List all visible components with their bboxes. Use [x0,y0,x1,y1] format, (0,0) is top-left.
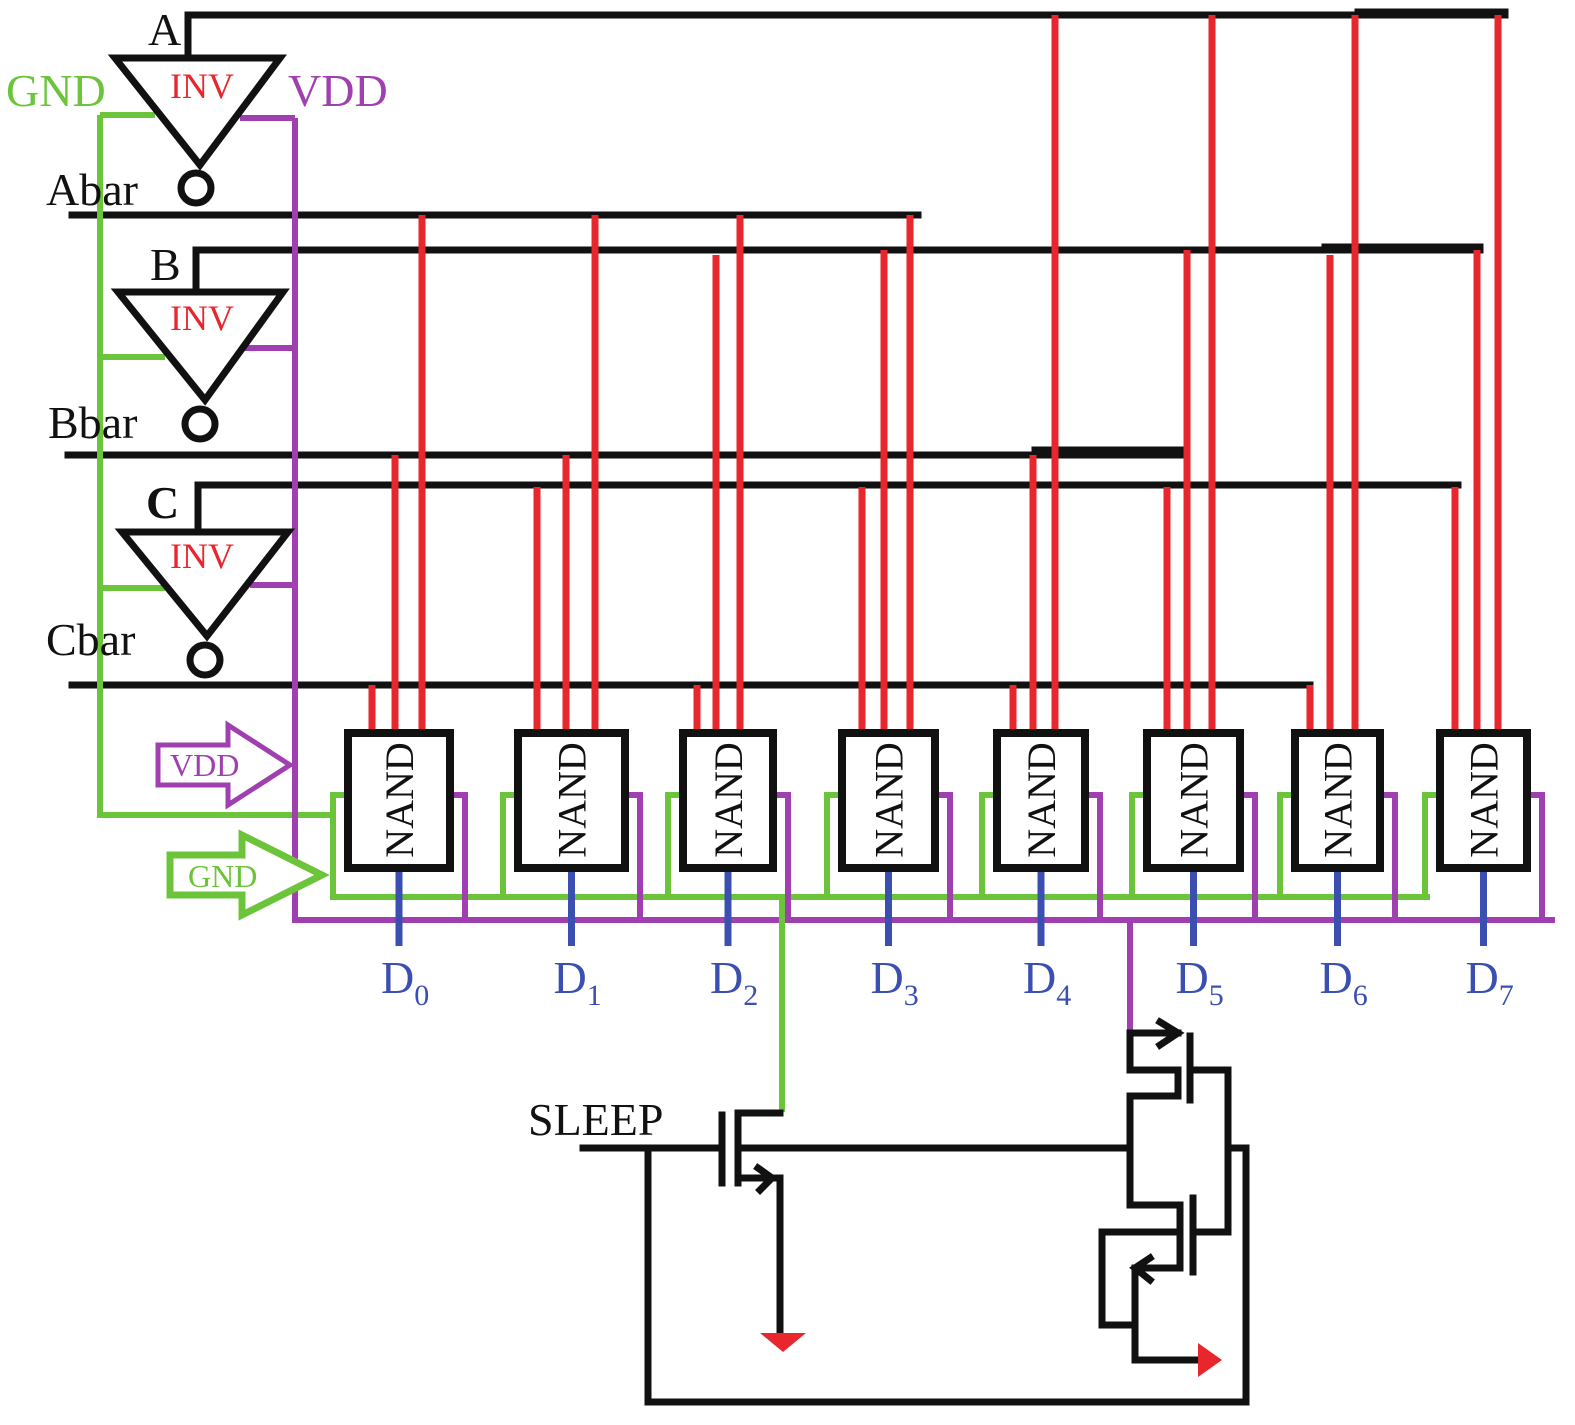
gnd-connection [665,792,683,897]
inverter-bubble [177,169,215,207]
input-lines [64,8,1509,689]
nand-gate-5: NAND D5 [1129,15,1258,1012]
inverter-label: INV [170,66,234,106]
sleep-circuit: SLEEP [528,894,1250,1406]
output-label-d3: D3 [871,952,919,1012]
output-label-d5: D5 [1176,952,1224,1012]
nand-gate-6: NAND D6 [1277,15,1398,1012]
vdd-connection [1085,792,1103,920]
nand-gates: NANDD0NANDD1NANDD2NANDD3NANDD4NANDD5NAND… [330,15,1545,1012]
sleep-inverter-transistors [1098,1017,1232,1364]
gnd-connection [500,792,518,897]
vdd-connection [1527,792,1545,920]
line-bbar [64,446,1189,459]
line-a [184,11,1509,59]
nand-gate-4: NAND D4 [979,15,1103,1012]
nand-gate-3: NAND D3 [824,215,953,1012]
gnd-connection [330,792,348,897]
sleep-label: SLEEP [528,1094,663,1145]
nand-gate-1: NAND D1 [500,215,643,1012]
label-c: C [146,477,179,528]
output-subscript: 5 [1209,979,1224,1012]
output-label-d0: D0 [381,952,429,1012]
nand-label: NAND [1172,742,1217,858]
gnd-arrow-icon [166,829,330,921]
nand-label: NAND [1316,742,1361,858]
inverter-a [107,54,287,207]
label-a: A [148,4,181,55]
vdd-connection [1380,792,1398,920]
gnd-arrow: GND [166,829,330,921]
vdd-connection [450,792,468,920]
label-cbar: Cbar [46,614,135,665]
label-b: B [150,239,181,290]
vdd-connection [935,792,953,920]
nand-box [1143,729,1244,872]
sleep-line [579,1144,1250,1406]
output-label-d4: D4 [1023,952,1071,1012]
inverter-bubble [181,405,219,443]
nand-label: NAND [1019,742,1064,858]
inverter-triangle [114,528,296,642]
gnd-rail [97,112,330,818]
output-label-d7: D7 [1466,952,1514,1012]
label-abar: Abar [46,164,138,215]
vdd-arrow-label: VDD [170,747,239,783]
nand-box [1436,729,1531,872]
gnd-connection [1129,792,1147,897]
output-label-d2: D2 [710,952,758,1012]
inverter-c [114,528,296,679]
ground-arrow-icon [760,1333,806,1352]
label-bbar: Bbar [48,397,137,448]
nand-gate-7: NAND D7 [1422,15,1545,1012]
nand-box [1291,729,1384,872]
nand-box [993,729,1089,872]
nand-box [679,729,777,872]
gnd-connection [1277,792,1295,897]
output-label-d1: D1 [554,952,602,1012]
output-arrow-icon [1198,1343,1222,1377]
nand-label: NAND [550,742,595,858]
label-gnd: GND [6,65,106,116]
gnd-connection [824,792,842,897]
nand-gate-0: NAND D0 [330,215,468,1012]
inverter-triangle [107,54,287,171]
output-label-d6: D6 [1320,952,1368,1012]
output-subscript: 0 [414,979,429,1012]
nand-gate-2: NAND D2 [665,215,791,1012]
output-subscript: 4 [1056,979,1071,1012]
vdd-connection [1240,792,1258,920]
line-c [194,481,1462,534]
nand-label: NAND [867,742,912,858]
output-subscript: 2 [743,979,758,1012]
nand-box [514,729,629,872]
gnd-connection [979,792,997,897]
vdd-rail [240,115,1555,923]
label-vdd: VDD [288,65,388,116]
nand-box [838,729,939,872]
output-subscript: 7 [1499,979,1514,1012]
inverter-bubble [186,641,224,679]
vdd-arrow: VDD [155,720,295,810]
nand-label: NAND [706,742,751,858]
virtual-gnd-wire [770,894,785,1112]
output-subscript: 3 [904,979,919,1012]
gnd-arrow-label: GND [188,858,257,894]
inverter-triangle [110,288,290,406]
inverter-b [110,288,290,443]
output-subscript: 1 [587,979,602,1012]
gnd-connection [1422,792,1440,897]
vdd-arrow-icon [155,720,295,810]
vdd-connection [773,792,791,920]
nand-label: NAND [377,742,422,858]
line-b [192,246,1484,294]
vdd-connection [625,792,643,920]
line-a-ext [1321,8,1509,251]
output-subscript: 6 [1353,979,1368,1012]
nand-label: NAND [1462,742,1507,858]
inverter-label: INV [170,298,234,338]
nand-box [344,729,454,872]
inverter-label: INV [170,536,234,576]
